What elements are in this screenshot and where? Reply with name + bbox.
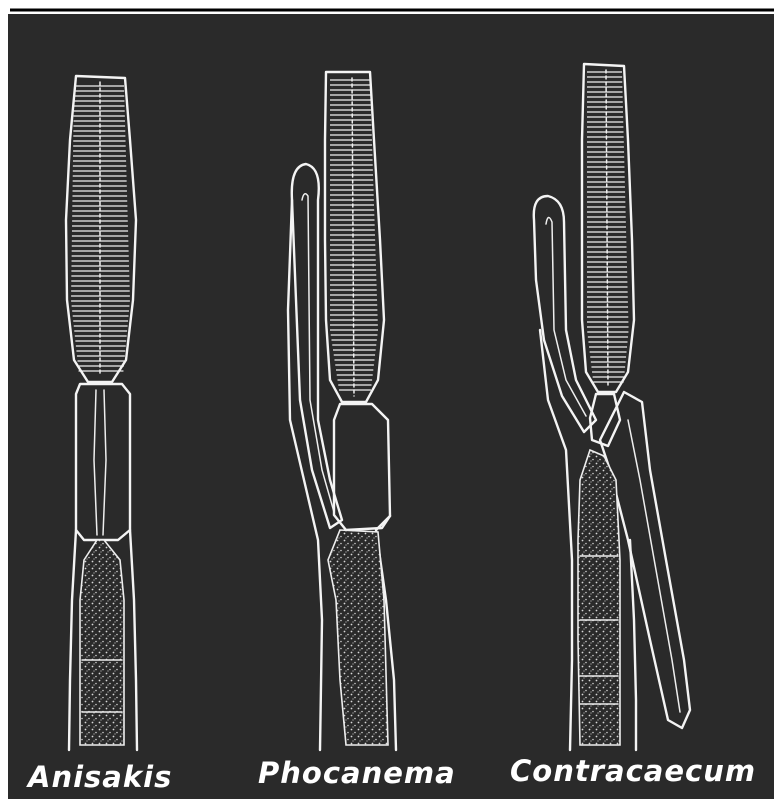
label-anisakis: Anisakis (26, 760, 172, 794)
label-phocanema: Phocanema (258, 756, 456, 790)
label-contracaecum: Contracaecum (510, 754, 756, 788)
contracaecum-intestine (578, 450, 620, 745)
anisakis-intestine (80, 540, 124, 745)
